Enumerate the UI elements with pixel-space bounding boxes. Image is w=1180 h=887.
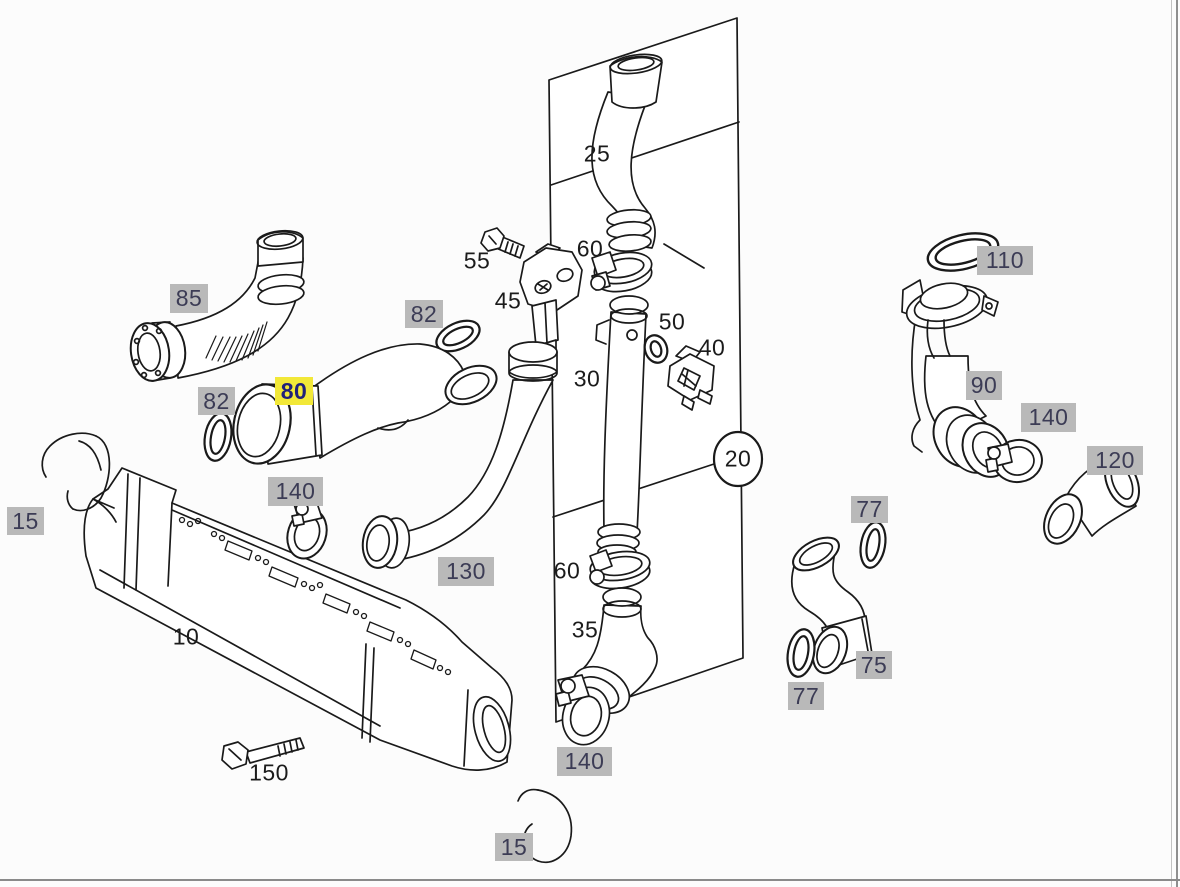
hose-85-drawing — [129, 229, 305, 382]
part-label-140-left[interactable]: 140 — [268, 477, 323, 506]
image-border-bottom — [0, 879, 1180, 881]
part-label-77-upper[interactable]: 77 — [851, 496, 888, 523]
part-label-140-bottom[interactable]: 140 — [557, 747, 612, 776]
part-label-35[interactable]: 35 — [571, 616, 599, 643]
clamp-60-upper-drawing — [590, 251, 653, 293]
hose-25-drawing — [591, 53, 663, 253]
bracket-45-drawing — [519, 243, 583, 357]
o-ring-50-drawing — [643, 334, 669, 364]
callout-circle-20 — [712, 430, 764, 488]
clamp-140-right-drawing — [985, 438, 1043, 484]
part-label-150[interactable]: 150 — [249, 759, 289, 786]
clamp-140-left-drawing — [286, 499, 328, 560]
part-label-82-lower[interactable]: 82 — [198, 387, 235, 415]
part-label-75[interactable]: 75 — [856, 651, 892, 679]
o-ring-82-upper-drawing — [435, 319, 481, 353]
part-label-120[interactable]: 120 — [1087, 446, 1143, 475]
part-label-25[interactable]: 25 — [583, 140, 611, 167]
part-label-45[interactable]: 45 — [494, 287, 522, 314]
part-label-60-upper[interactable]: 60 — [576, 235, 604, 262]
part-label-15-bottom[interactable]: 15 — [495, 833, 533, 861]
intercooler-10-drawing — [83, 467, 513, 771]
part-label-60-lower[interactable]: 60 — [553, 557, 581, 584]
o-ring-77-lower-drawing — [786, 628, 816, 678]
part-label-40[interactable]: 40 — [698, 334, 726, 361]
part-label-110[interactable]: 110 — [977, 246, 1033, 275]
part-label-15-left[interactable]: 15 — [7, 507, 44, 535]
part-label-85[interactable]: 85 — [170, 284, 208, 313]
o-ring-82-lower-drawing — [203, 412, 233, 462]
clamp-140-bottom-drawing — [555, 674, 611, 746]
part-label-50[interactable]: 50 — [658, 308, 686, 335]
part-label-30[interactable]: 30 — [573, 365, 601, 392]
part-label-140-right[interactable]: 140 — [1021, 403, 1076, 432]
part-label-77-lower[interactable]: 77 — [788, 682, 824, 710]
bolt-150-drawing — [221, 737, 305, 770]
image-border-right — [1176, 0, 1178, 887]
part-label-10[interactable]: 10 — [172, 623, 200, 650]
clamp-60-lower-drawing — [589, 549, 651, 590]
part-label-80[interactable]: 80 — [275, 377, 313, 405]
part-label-20[interactable]: 20 — [724, 445, 752, 472]
part-label-130[interactable]: 130 — [438, 557, 494, 586]
part-label-82-upper[interactable]: 82 — [405, 300, 443, 328]
image-border-right-inner — [1171, 0, 1172, 887]
clip-15-left-drawing — [41, 432, 111, 512]
part-label-90[interactable]: 90 — [966, 371, 1002, 400]
hose-130-drawing — [361, 341, 558, 569]
part-label-55[interactable]: 55 — [463, 247, 491, 274]
sensor-40-drawing — [667, 345, 715, 411]
bolt-55-drawing — [480, 227, 525, 259]
